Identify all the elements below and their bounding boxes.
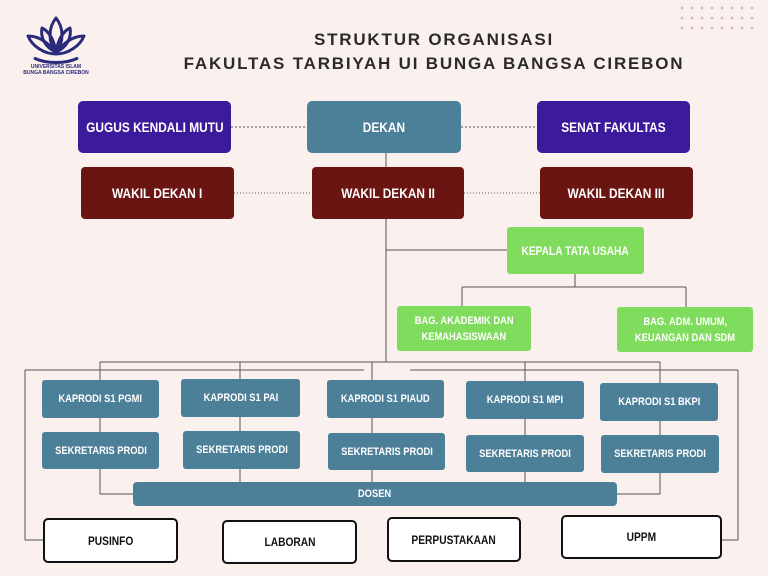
senat-fakultas-label: SENAT FAKULTAS: [561, 119, 666, 135]
wakil-dekan-1-box: WAKIL DEKAN I: [81, 167, 234, 219]
title-line2: FAKULTAS TARBIYAH UI BUNGA BANGSA CIREBO…: [183, 54, 685, 73]
university-lotus-logo: [26, 16, 86, 64]
dosen-box: DOSEN: [133, 482, 617, 506]
dekan-label: DEKAN: [362, 119, 406, 135]
bagian-akademik-box: BAG. AKADEMIK DAN KEMAHASISWAAN: [397, 306, 531, 351]
sekretaris-prodi-piaud-label: SEKRETARIS PRODI: [340, 445, 433, 458]
kaprodi-pai-box: KAPRODI S1 PAI: [181, 379, 300, 417]
pusinfo-label: PUSINFO: [87, 533, 134, 548]
gugus-kendali-mutu-box: GUGUS KENDALI MUTU: [78, 101, 231, 153]
sekretaris-prodi-bkpi-label: SEKRETARIS PRODI: [614, 448, 706, 460]
laboran-box: LABORAN: [222, 520, 357, 564]
kaprodi-pgmi-label: KAPRODI S1 PGMI: [58, 393, 143, 405]
dekan-box: DEKAN: [307, 101, 461, 153]
kaprodi-mpi-label: KAPRODI S1 MPI: [486, 394, 564, 406]
kaprodi-pai-label: KAPRODI S1 PAI: [203, 392, 278, 404]
page-title: STRUKTUR ORGANISASI FAKULTAS TARBIYAH UI…: [100, 28, 768, 76]
sekretaris-prodi-pgmi-box: SEKRETARIS PRODI: [42, 432, 159, 469]
kaprodi-pgmi-box: KAPRODI S1 PGMI: [42, 380, 159, 418]
decorative-dot-grid: [680, 6, 754, 30]
perpustakaan-box: PERPUSTAKAAN: [387, 517, 521, 562]
kaprodi-mpi-box: KAPRODI S1 MPI: [466, 381, 584, 419]
wakil-dekan-2-label: WAKIL DEKAN II: [341, 185, 435, 201]
sekretaris-prodi-bkpi-box: SEKRETARIS PRODI: [601, 435, 719, 473]
bagian-akademik-label-line2: KEMAHASISWAAN: [421, 330, 507, 343]
title-line1: STRUKTUR ORGANISASI: [313, 30, 555, 49]
logo-caption: UNIVERSITAS ISLAM BUNGA BANGSA CIREBON: [20, 64, 92, 76]
perpustakaan-label: PERPUSTAKAAN: [411, 532, 497, 547]
bagian-adm-umum-box: BAG. ADM. UMUM, KEUANGAN DAN SDM: [617, 307, 753, 352]
kepala-tata-usaha-label: KEPALA TATA USAHA: [521, 243, 630, 258]
kaprodi-bkpi-label: KAPRODI S1 BKPI: [617, 396, 701, 408]
pusinfo-box: PUSINFO: [43, 518, 178, 563]
logo-caption-line1: UNIVERSITAS ISLAM: [30, 64, 82, 70]
wakil-dekan-3-label: WAKIL DEKAN III: [568, 185, 665, 201]
uppm-box: UPPM: [561, 515, 722, 559]
bagian-adm-umum-label-line2: KEUANGAN DAN SDM: [634, 331, 736, 344]
sekretaris-prodi-pai-label: SEKRETARIS PRODI: [195, 444, 288, 456]
sekretaris-prodi-pai-box: SEKRETARIS PRODI: [183, 431, 300, 469]
senat-fakultas-box: SENAT FAKULTAS: [537, 101, 690, 153]
wakil-dekan-2-box: WAKIL DEKAN II: [312, 167, 464, 219]
kepala-tata-usaha-box: KEPALA TATA USAHA: [507, 227, 644, 274]
bagian-adm-umum-label-line1: BAG. ADM. UMUM,: [643, 315, 727, 328]
kaprodi-bkpi-box: KAPRODI S1 BKPI: [600, 383, 718, 421]
kaprodi-piaud-label: KAPRODI S1 PIAUD: [341, 393, 430, 405]
logo-caption-line2: BUNGA BANGSA CIREBON: [23, 70, 89, 76]
bagian-akademik-label-line1: BAG. AKADEMIK DAN: [414, 314, 514, 327]
gugus-kendali-mutu-label: GUGUS KENDALI MUTU: [85, 119, 224, 135]
sekretaris-prodi-pgmi-label: SEKRETARIS PRODI: [54, 444, 147, 457]
sekretaris-prodi-mpi-label: SEKRETARIS PRODI: [479, 447, 571, 460]
kaprodi-piaud-box: KAPRODI S1 PIAUD: [327, 380, 444, 418]
laboran-label: LABORAN: [264, 535, 315, 549]
sekretaris-prodi-mpi-box: SEKRETARIS PRODI: [466, 435, 584, 472]
wakil-dekan-3-box: WAKIL DEKAN III: [540, 167, 693, 219]
uppm-label: UPPM: [626, 530, 657, 544]
wakil-dekan-1-label: WAKIL DEKAN I: [112, 185, 203, 201]
sekretaris-prodi-piaud-box: SEKRETARIS PRODI: [328, 433, 445, 470]
dosen-label: DOSEN: [358, 488, 392, 500]
